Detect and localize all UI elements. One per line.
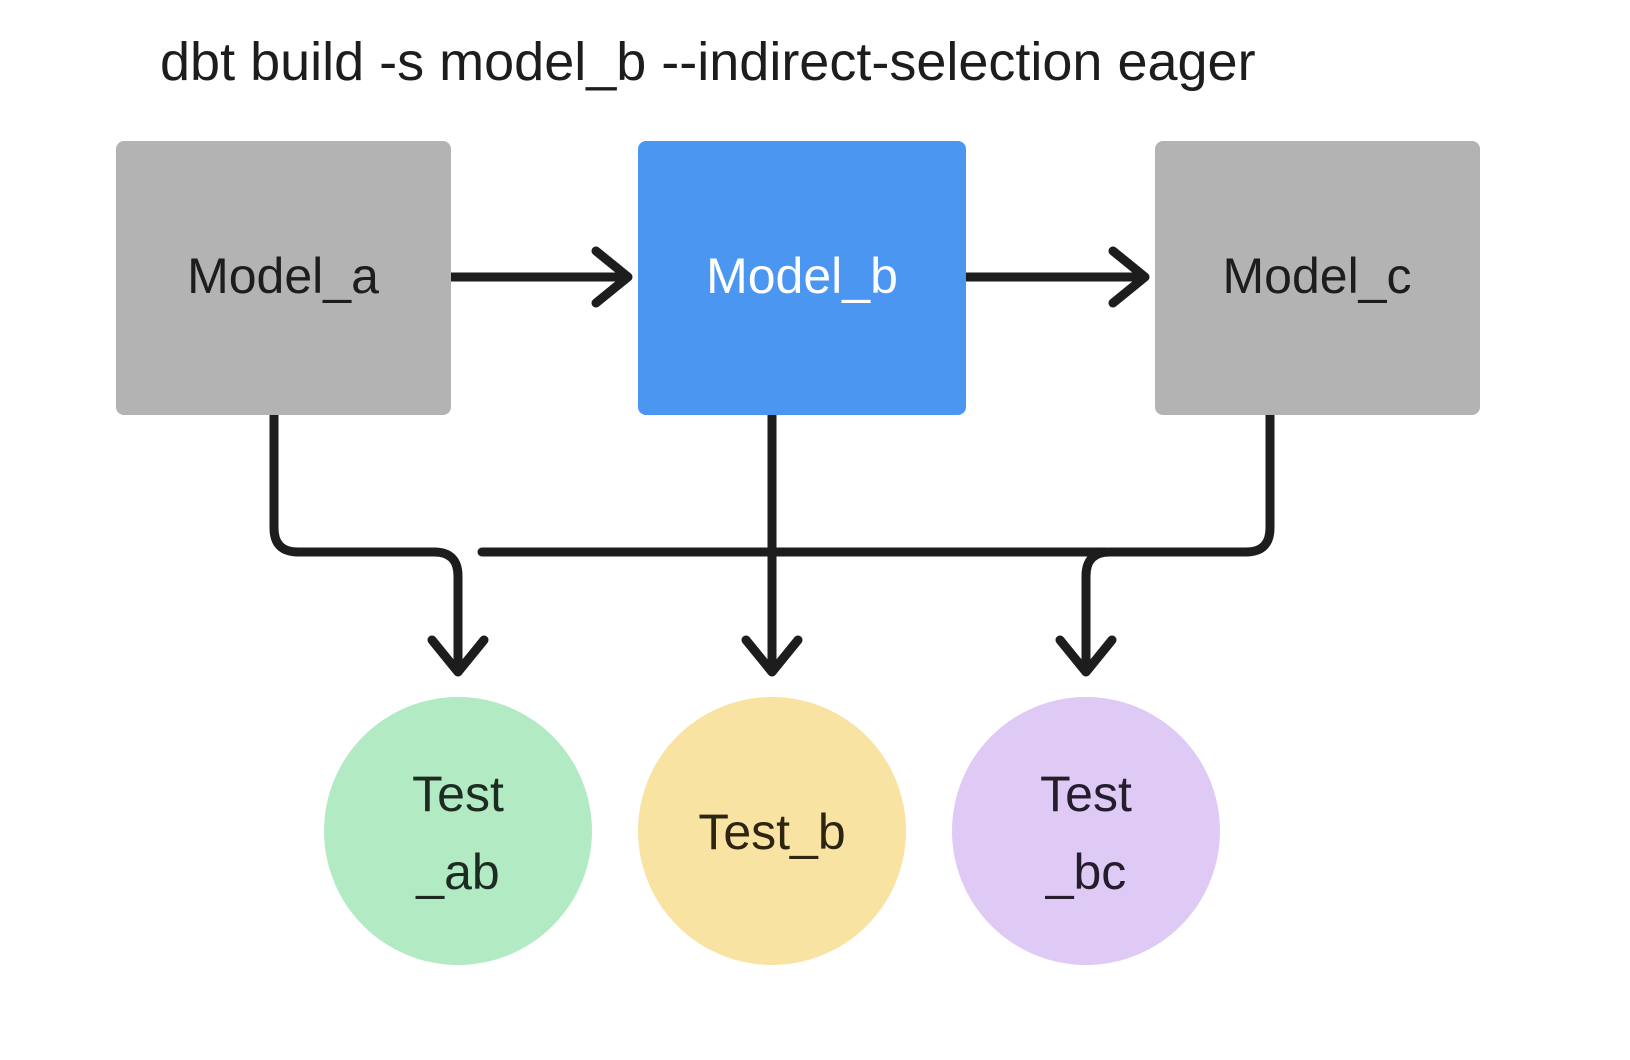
edge-model-c-to-test-bc: [1105, 410, 1275, 557]
node-model-c-shape[interactable]: [1155, 141, 1480, 415]
edge-model-a-to-model-b: [446, 246, 633, 308]
node-model-a-shape[interactable]: [116, 141, 451, 415]
test-node-layer: Test _ab Test_b Test _bc: [324, 697, 1220, 965]
node-test-ab-label-line-1: Test: [412, 766, 504, 822]
edge-model-b-to-model-c: [961, 246, 1150, 308]
node-model-b-label: Model_b: [706, 248, 898, 304]
edge-layer: [269, 246, 1275, 677]
model-node-layer: Model_a Model_b Model_c: [116, 141, 1480, 415]
node-test-b[interactable]: Test_b: [638, 697, 906, 965]
node-test-bc-label-line-1: Test: [1040, 766, 1132, 822]
edge-model-b-to-test-b: [741, 410, 803, 677]
node-test-bc[interactable]: Test _bc: [952, 697, 1220, 965]
node-test-ab-shape[interactable]: [324, 697, 592, 965]
page-title: dbt build -s model_b --indirect-selectio…: [160, 32, 1256, 92]
edge-model-a-to-test-ab: [269, 410, 439, 557]
node-model-b-shape[interactable]: [638, 141, 966, 415]
edge-junction-left-to-test-ab: [427, 547, 489, 677]
node-model-a[interactable]: Model_a: [116, 141, 451, 415]
node-model-b[interactable]: Model_b: [638, 141, 966, 415]
node-model-a-label: Model_a: [187, 248, 379, 304]
node-test-b-label-line-1: Test_b: [698, 804, 845, 860]
node-model-c-label: Model_c: [1223, 248, 1412, 304]
node-test-ab[interactable]: Test _ab: [324, 697, 592, 965]
edge-junction-right-to-test-bc: [1055, 547, 1117, 677]
node-test-ab-label-line-2: _ab: [415, 844, 499, 900]
node-test-bc-label-line-2: _bc: [1045, 844, 1127, 900]
node-test-b-shape[interactable]: [638, 697, 906, 965]
node-test-bc-shape[interactable]: [952, 697, 1220, 965]
node-model-c[interactable]: Model_c: [1155, 141, 1480, 415]
